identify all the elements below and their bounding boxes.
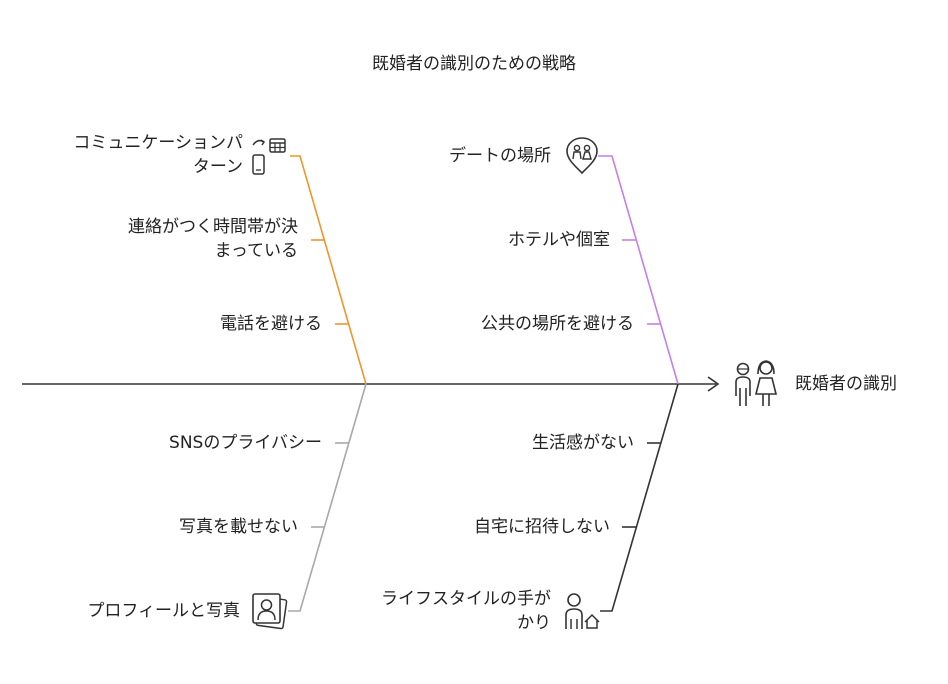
cause-sns-2: 写真を載せない	[179, 517, 298, 537]
category-lifestyle-label: ライフスタイルの手が かり	[381, 587, 551, 635]
bone-communication	[290, 155, 367, 385]
category-lifestyle-label-line1: ライフスタイルの手が	[381, 589, 551, 609]
phone-calendar-icon	[252, 138, 286, 175]
cause-communication-2: 電話を避ける	[220, 314, 322, 334]
category-lifestyle-label-line2: かり	[517, 613, 551, 633]
cause-date-2: 公共の場所を避ける	[481, 314, 634, 334]
bone-lifestyle	[600, 383, 679, 612]
cause-sns-1: SNSのプライバシー	[169, 433, 322, 453]
photo-profile-icon	[252, 593, 288, 630]
bone-date	[598, 155, 679, 385]
cause-lifestyle-1: 生活感がない	[532, 433, 634, 453]
category-communication-label: コミュニケーションパ ターン	[73, 131, 243, 179]
cause-date-1: ホテルや個室	[508, 230, 610, 250]
diagram-title: 既婚者の識別のための戦略	[372, 54, 576, 74]
category-sns-label: プロフィールと写真	[87, 601, 240, 621]
couple-icon	[735, 360, 778, 406]
location-couple-icon	[566, 137, 598, 175]
cause-communication-1: 連絡がつく時間帯が決 まっている	[128, 215, 298, 263]
category-communication-label-line1: コミュニケーションパ	[73, 133, 243, 153]
cause-communication-1-line2: まっている	[214, 241, 298, 261]
category-date-label: デートの場所	[449, 146, 551, 166]
effect-label: 既婚者の識別	[795, 374, 897, 394]
cause-lifestyle-2: 自宅に招待しない	[474, 517, 610, 537]
category-communication-label-line2: ターン	[192, 157, 243, 177]
spine-arrowhead	[707, 376, 720, 392]
bone-sns	[288, 383, 367, 612]
cause-communication-1-line1: 連絡がつく時間帯が決	[128, 217, 298, 237]
person-home-icon	[565, 593, 600, 629]
